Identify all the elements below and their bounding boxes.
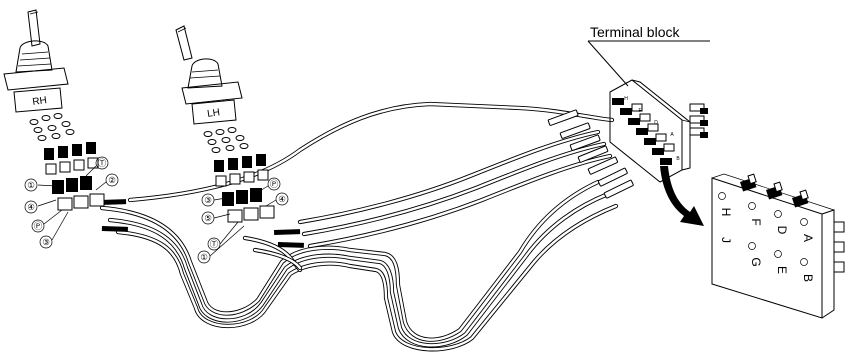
- port-label: ③: [204, 195, 212, 205]
- left-port-callouts: ③ ⑤ Ⓣ ① Ⓟ ④: [197, 177, 289, 264]
- right-joystick: RH: [3, 9, 69, 113]
- joystick-label-rh: RH: [32, 95, 48, 108]
- port-label: ③: [42, 237, 50, 247]
- port-label: Ⓣ: [98, 158, 107, 168]
- block-port-label: B: [676, 156, 680, 162]
- block-port-label: D: [654, 120, 658, 126]
- panel-letter: J: [719, 237, 733, 243]
- block-port-label: A: [670, 132, 674, 138]
- terminal-block: H F D A B: [609, 79, 708, 183]
- panel-letter: D: [775, 226, 789, 235]
- joystick-label-lh: LH: [207, 107, 221, 120]
- joystick-hose-sleeves: [100, 199, 304, 248]
- panel-letter: B: [801, 274, 815, 282]
- port-label: Ⓟ: [270, 179, 279, 189]
- port-label: ①: [27, 180, 35, 190]
- right-port-callouts: ① ④ Ⓟ ③ Ⓣ ②: [24, 156, 119, 249]
- detail-arrow: [660, 166, 704, 226]
- panel-fittings: [740, 173, 845, 273]
- terminal-block-callout: Terminal block: [587, 24, 710, 87]
- hose-end-fittings: [547, 109, 634, 199]
- panel-letter: H: [719, 208, 733, 217]
- port-label: ④: [278, 194, 286, 204]
- port-label: Ⓣ: [210, 239, 219, 249]
- right-joystick-fittings: [29, 113, 105, 211]
- left-joystick: LH: [175, 25, 243, 125]
- panel-letter: F: [749, 218, 763, 225]
- panel-letter: E: [775, 266, 789, 274]
- hose-bundle: [99, 101, 634, 352]
- block-port-label: F: [638, 108, 641, 114]
- panel-letter: A: [801, 234, 815, 242]
- port-label: Ⓟ: [34, 221, 43, 231]
- terminal-block-nipples: [612, 98, 708, 165]
- terminal-block-detail-panel: H J F G D E A B: [711, 173, 845, 319]
- panel-letter: G: [749, 257, 763, 266]
- block-port-label: H: [624, 96, 628, 102]
- left-joystick-fittings: [203, 127, 275, 223]
- port-label: ①: [200, 252, 208, 262]
- panel-port-circles: [718, 192, 808, 266]
- port-label: ②: [108, 175, 116, 185]
- port-label: ⑤: [204, 213, 212, 223]
- port-label: ④: [27, 202, 35, 212]
- terminal-block-label: Terminal block: [590, 24, 680, 40]
